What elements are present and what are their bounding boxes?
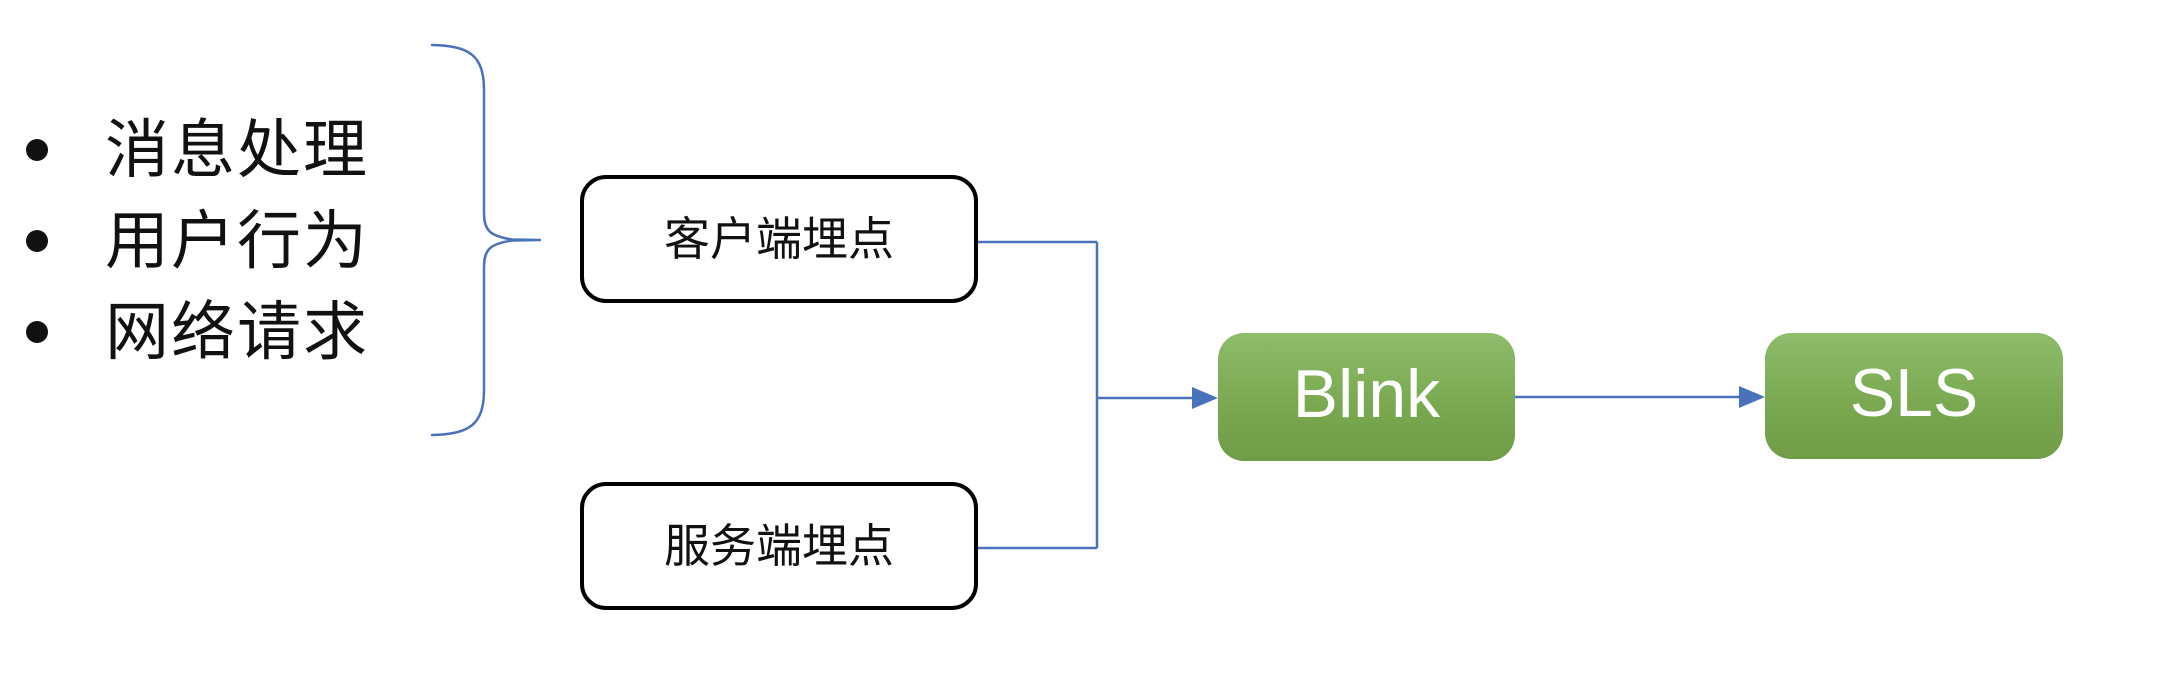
list-item-user-behavior: 用户行为	[26, 195, 369, 286]
bullet-icon	[26, 229, 48, 252]
client-tracking-box: 客户端埋点	[580, 175, 978, 303]
list-item-network-request: 网络请求	[26, 286, 369, 377]
server-tracking-box: 服务端埋点	[580, 482, 978, 610]
blink-node-label: Blink	[1292, 356, 1441, 432]
arrowhead-icon	[1192, 387, 1218, 409]
server-tracking-label: 服务端埋点	[664, 520, 894, 572]
list-item-label: 消息处理	[105, 113, 369, 186]
event-type-list: 消息处理 用户行为 网络请求	[26, 104, 369, 377]
list-item-label: 网络请求	[105, 295, 369, 368]
bullet-icon	[26, 320, 48, 343]
curly-brace	[430, 43, 542, 437]
sls-node: SLS	[1765, 333, 2063, 459]
blink-node: Blink	[1218, 333, 1515, 461]
sls-node-label: SLS	[1849, 355, 1979, 431]
list-item-label: 用户行为	[105, 204, 369, 277]
arrowhead-icon	[1739, 386, 1765, 408]
bullet-icon	[26, 138, 48, 161]
list-item-message-processing: 消息处理	[26, 104, 369, 195]
client-tracking-label: 客户端埋点	[664, 213, 894, 265]
